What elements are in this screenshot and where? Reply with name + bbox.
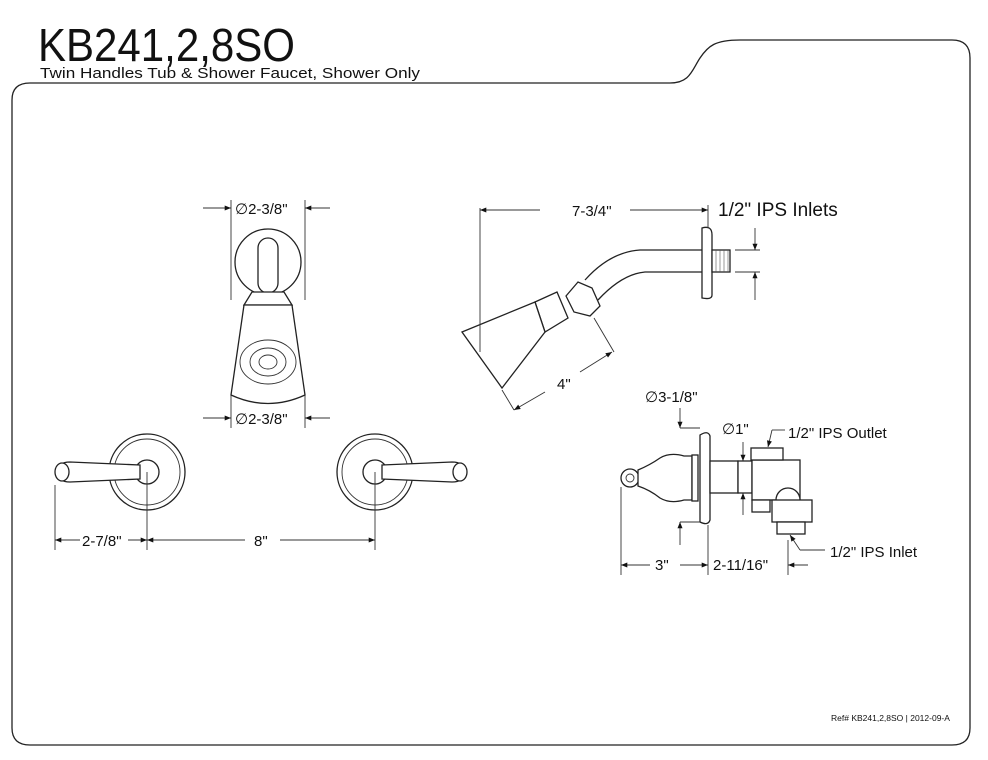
reference-label: Ref# KB241,2,8SO | 2012-09-A [831,713,950,723]
inlet-label: 1/2" IPS Inlet [830,544,918,561]
arm-length-label: 7-3/4" [572,203,612,220]
valve-depth-label: 2-11/16" [713,557,768,574]
shower-arm-side-drawing [460,205,760,411]
head-top-diameter-label: ∅2-3/8" [235,201,288,218]
right-handle-drawing [336,433,468,511]
escutcheon-diameter-label: ∅3-1/8" [645,389,698,406]
sheet-border [11,39,971,746]
showerhead-front-drawing [203,200,330,428]
handle-offset-label: 2-7/8" [82,533,122,550]
handle-spacing-label: 8" [254,533,268,550]
stem-diameter-label: ∅1" [722,421,749,438]
outlet-label: 1/2" IPS Outlet [788,425,888,442]
valve-side-drawing [620,408,825,575]
head-bottom-diameter-label: ∅2-3/8" [235,411,288,428]
page-subtitle: Twin Handles Tub & Shower Faucet, Shower… [40,65,421,82]
inlets-label: 1/2" IPS Inlets [718,200,838,221]
left-handle-drawing [54,433,186,511]
handle-depth-label: 3" [655,557,669,574]
head-length-label: 4" [557,376,571,393]
page-title: KB241,2,8SO [38,19,295,71]
